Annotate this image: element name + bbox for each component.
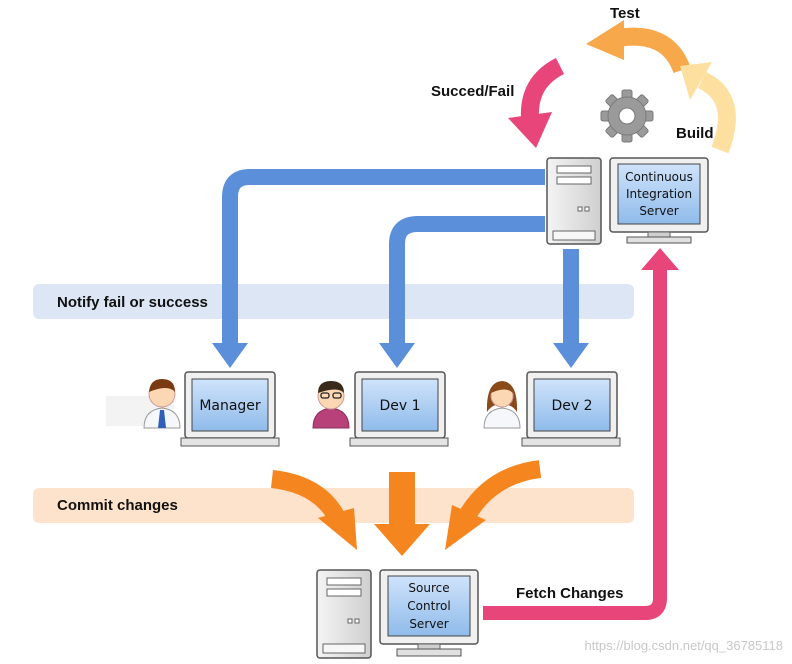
commit-label: Commit changes (57, 497, 178, 514)
build-arrowhead (680, 62, 712, 100)
fetch-arrowhead (641, 248, 679, 270)
ci-server-line2: Integration (626, 187, 692, 201)
manager-laptop-label: Manager (199, 398, 261, 414)
succeed-arrowhead (508, 112, 552, 148)
commit-center-arrow (374, 472, 430, 556)
commit-left-arrowhead (318, 508, 357, 550)
notify-manager-arrow (222, 169, 545, 345)
notify-dev2-arrowhead (553, 343, 589, 368)
dev1-laptop-label: Dev 1 (379, 398, 420, 414)
test-arrowhead (586, 20, 624, 60)
test-arrow (616, 27, 691, 74)
dev2-person-icon (483, 381, 521, 429)
cycle-arrows (508, 20, 736, 154)
notify-dev1-arrow (389, 216, 545, 345)
fetch-arrow (483, 266, 667, 620)
manager-person-icon (106, 379, 181, 429)
notify-label: Notify fail or success (57, 294, 208, 311)
succeed-arrow (520, 57, 565, 119)
notify-arrows (222, 169, 579, 345)
gear-icon (600, 89, 654, 143)
test-label: Test (610, 5, 640, 22)
ci-server-tower-icon (546, 157, 602, 245)
watermark: https://blog.csdn.net/qq_36785118 (584, 638, 783, 653)
source-monitor-icon: Source Control Server (379, 569, 479, 657)
ci-monitor-icon: Continuous Integration Server (609, 157, 709, 244)
dev1-laptop-icon: Dev 1 (349, 371, 449, 447)
commit-right-arrowhead (445, 505, 486, 550)
notify-manager-arrowhead (212, 343, 248, 368)
notify-dev1-arrowhead (379, 343, 415, 368)
succeed-fail-label: Succed/Fail (431, 83, 514, 100)
commit-left-arrow (270, 470, 344, 521)
source-server-line1: Source (408, 581, 449, 595)
fetch-label: Fetch Changes (516, 585, 624, 602)
dev1-person-icon (312, 381, 350, 429)
manager-laptop-icon: Manager (180, 371, 280, 447)
notify-band (33, 284, 634, 319)
commit-arrows (270, 460, 542, 556)
commit-right-arrow (460, 460, 542, 519)
ci-server-line1: Continuous (625, 170, 693, 184)
ci-server-line3: Server (639, 204, 678, 218)
source-server-line2: Control (407, 599, 450, 613)
dev2-laptop-label: Dev 2 (551, 398, 592, 414)
build-label: Build (676, 125, 714, 142)
build-arrow (697, 71, 736, 154)
dev2-laptop-icon: Dev 2 (521, 371, 621, 447)
source-server-tower-icon (316, 569, 372, 659)
source-server-line3: Server (409, 617, 448, 631)
